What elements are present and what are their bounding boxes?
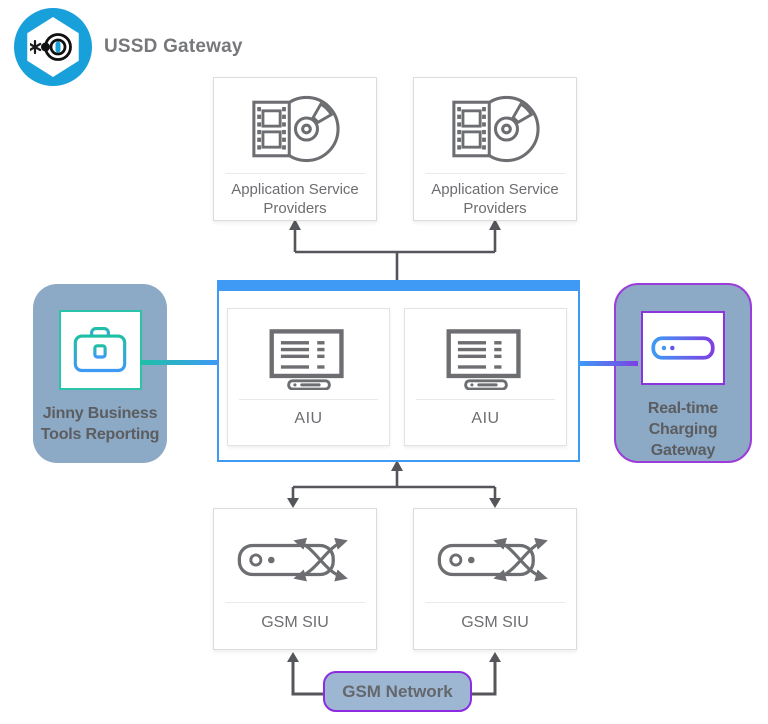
- link-hub-to-charging: [580, 361, 638, 366]
- node-jinny-business-tools: Jinny Business Tools Reporting: [33, 284, 167, 463]
- crossover-switch-icon: [414, 509, 576, 602]
- logo-hexagon: [27, 17, 79, 77]
- divider: [225, 602, 365, 603]
- node-label: Application Service Providers: [231, 181, 359, 217]
- node-gsm-siu-1: GSM SIU: [213, 508, 377, 650]
- hub-topbar: [219, 282, 578, 291]
- node-label: GSM SIU: [461, 614, 529, 631]
- toolbox-icon: [58, 310, 142, 390]
- node-label: AIU: [471, 410, 500, 427]
- node-aiu-1: AIU: [227, 308, 390, 446]
- divider: [425, 173, 565, 174]
- node-application-service-providers-2: Application Service Providers: [413, 77, 577, 221]
- monitor-icon: [228, 309, 389, 399]
- node-label: Jinny Business Tools Reporting: [40, 405, 160, 443]
- node-application-service-providers-1: Application Service Providers: [213, 77, 377, 221]
- divider: [225, 173, 365, 174]
- node-label: AIU: [294, 410, 323, 427]
- server-icon: [641, 311, 725, 385]
- node-gsm-siu-2: GSM SIU: [413, 508, 577, 650]
- node-label: Application Service Providers: [431, 181, 559, 217]
- media-disc-icon: [214, 78, 376, 173]
- media-disc-icon: [414, 78, 576, 173]
- connector-hub-to-asp: [293, 227, 497, 281]
- divider: [425, 602, 565, 603]
- node-label: Real-time Charging Gateway: [647, 400, 719, 459]
- crossover-switch-icon: [214, 509, 376, 602]
- connector-hub-to-siu: [291, 466, 497, 500]
- node-label: GSM Network: [342, 681, 453, 701]
- node-realtime-charging-gateway: Real-time Charging Gateway: [614, 283, 752, 463]
- monitor-icon: [405, 309, 566, 399]
- divider: [416, 399, 555, 400]
- node-label: GSM SIU: [261, 614, 329, 631]
- node-aiu-2: AIU: [404, 308, 567, 446]
- link-jinny-to-hub: [140, 360, 217, 365]
- eye-scan-icon: [30, 33, 72, 61]
- page-title: USSD Gateway: [104, 36, 243, 57]
- divider: [239, 399, 378, 400]
- node-gsm-network: GSM Network: [323, 671, 472, 712]
- ussd-gateway-logo: [14, 8, 92, 86]
